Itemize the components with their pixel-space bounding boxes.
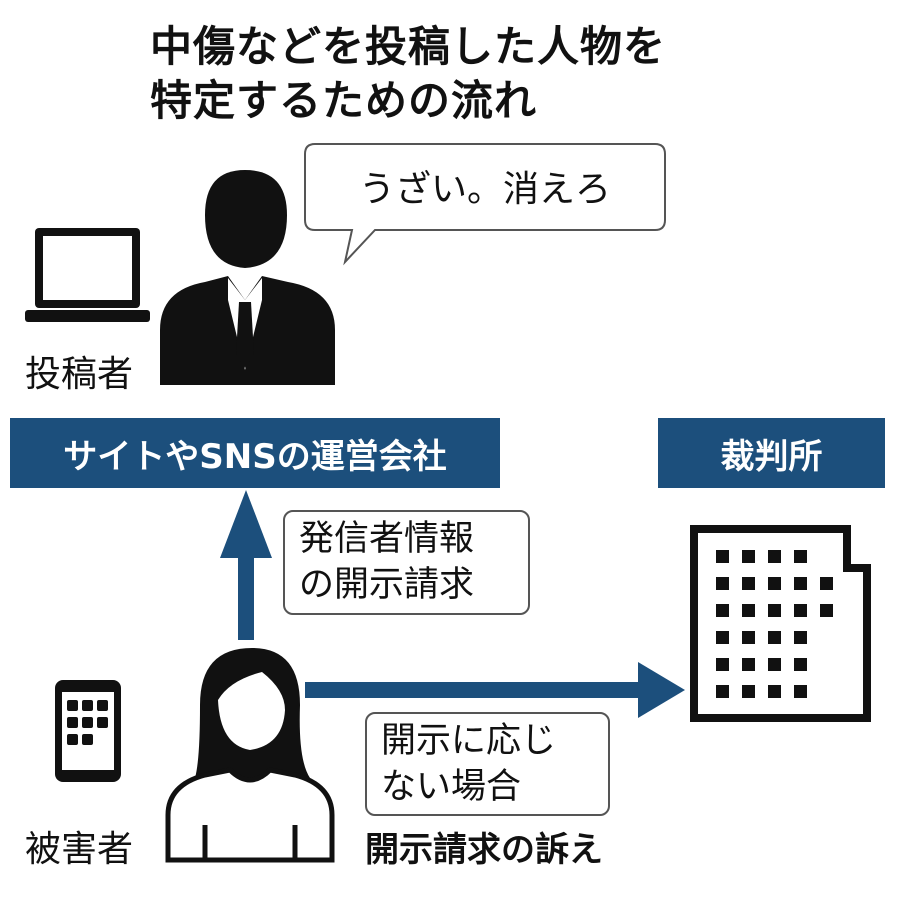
speech-bubble-text: うざい。消えろ: [358, 169, 611, 210]
building-window: [768, 631, 781, 644]
building-window: [794, 658, 807, 671]
poster-person-icon: [160, 170, 335, 385]
building-window: [716, 550, 729, 563]
building-window: [794, 550, 807, 563]
disclosure-request-line-1: 発信者情報: [299, 519, 475, 559]
building-window: [768, 550, 781, 563]
poster-label: 投稿者: [25, 354, 134, 395]
building-window: [794, 604, 807, 617]
if-refused-line-2: ない場合: [381, 767, 522, 807]
disclosure-request-line-2: の開示請求: [299, 565, 475, 605]
smartphone-icon: [55, 680, 121, 782]
building-window: [768, 604, 781, 617]
court-box: 裁判所: [658, 418, 885, 488]
building-window: [716, 658, 729, 671]
laptop-icon: [25, 228, 150, 322]
building-window: [768, 577, 781, 590]
app-icon: [67, 717, 78, 728]
building-window: [742, 604, 755, 617]
building-window: [820, 604, 833, 617]
title-line-1: 中傷などを投稿した人物を: [150, 22, 667, 71]
building-window: [742, 658, 755, 671]
building-window: [794, 577, 807, 590]
building-window: [768, 658, 781, 671]
building-window: [820, 577, 833, 590]
up-arrow: [220, 490, 272, 640]
building-window: [716, 685, 729, 698]
building-window: [742, 550, 755, 563]
disclosure-request-box: 発信者情報 の開示請求: [283, 510, 530, 615]
building-window: [768, 685, 781, 698]
court-building-icon: [690, 525, 871, 722]
app-icon: [97, 717, 108, 728]
title-line-2: 特定するための流れ: [150, 76, 538, 125]
app-icon: [82, 734, 93, 745]
building-window: [716, 577, 729, 590]
app-icon: [82, 700, 93, 711]
building-window: [794, 685, 807, 698]
victim-label: 被害者: [25, 829, 134, 870]
building-window: [742, 685, 755, 698]
if-refused-box: 開示に応じ ない場合: [365, 712, 610, 816]
if-refused-line-1: 開示に応じ: [381, 721, 557, 761]
speech-bubble-shape: [304, 143, 666, 266]
app-icon: [97, 700, 108, 711]
right-arrow: [305, 662, 685, 718]
victim-person-icon: [165, 648, 335, 863]
app-icon: [82, 717, 93, 728]
building-window: [742, 631, 755, 644]
app-icon: [67, 700, 78, 711]
app-icon: [67, 734, 78, 745]
building-window: [742, 577, 755, 590]
lawsuit-label: 開示請求の訴え: [365, 830, 603, 870]
building-window: [716, 604, 729, 617]
building-window: [716, 631, 729, 644]
building-window: [794, 631, 807, 644]
operator-box: サイトやSNSの運営会社: [10, 418, 500, 488]
